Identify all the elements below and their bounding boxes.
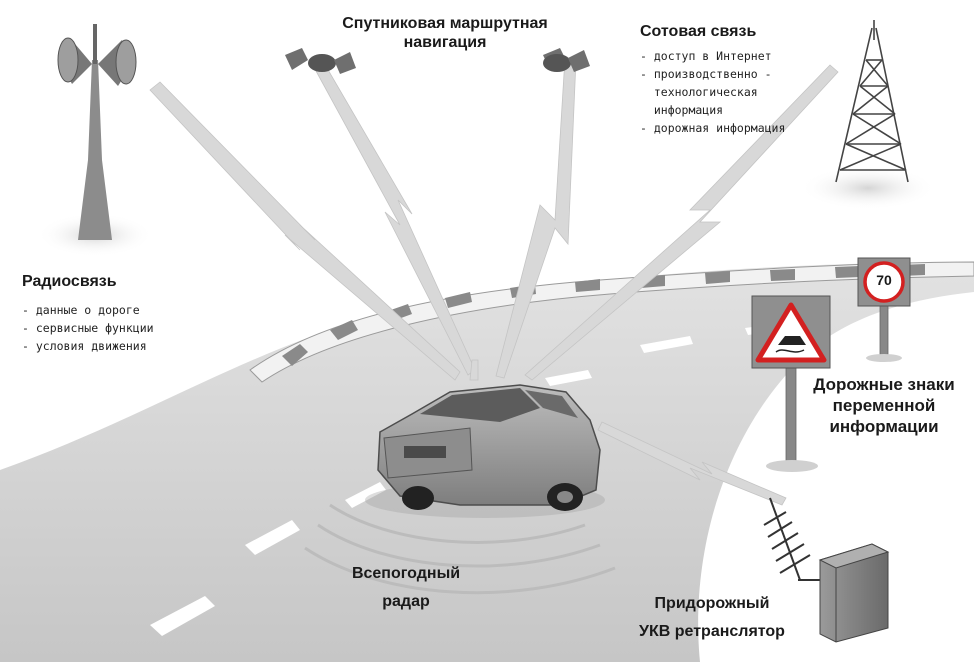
cellular-block: Сотовая связь - доступ в Интернет - прои… [640, 22, 785, 137]
road-signs-icon [751, 257, 911, 472]
radio-list: - данные о дороге - сервисные функции - … [22, 301, 154, 355]
radar-line1: Всепогодный [351, 565, 461, 582]
radar-label: Всепогодный радар [336, 560, 476, 616]
list-item: - производственно - [640, 67, 772, 81]
satellite-title-line2: навигация [403, 34, 487, 51]
signs-line2: переменной [832, 396, 936, 415]
list-item: - дорожная информация [640, 121, 786, 135]
signal-lines [149, 55, 839, 506]
repeater-antenna-icon [763, 497, 822, 581]
speed-limit-value: 70 [876, 272, 892, 288]
repeater-label: Придорожный УКВ ретранслятор [612, 590, 812, 646]
satellite-title-line1: Спутниковая маршрутная [342, 15, 548, 32]
list-item: технологическая [640, 85, 758, 99]
radio-title: Радиосвязь [22, 273, 117, 290]
repeater-line1: Придорожный [654, 595, 770, 612]
satellite-navigation-label: Спутниковая маршрутная навигация [300, 14, 590, 52]
road-signs-label: Дорожные знаки переменной информации [806, 374, 962, 437]
cell-tower-icon [800, 20, 936, 210]
car-icon [365, 384, 605, 518]
radio-block: Радиосвязь - данные о дороге - сервисные… [22, 272, 154, 355]
list-item: - условия движения [22, 339, 147, 353]
radar-waves [304, 503, 616, 595]
list-item: информация [640, 103, 724, 117]
radio-tower-icon [37, 24, 153, 257]
list-item: - доступ в Интернет [640, 49, 772, 63]
list-item: - сервисные функции [22, 321, 154, 335]
satellite-icon-left [285, 48, 356, 74]
signs-line1: Дорожные знаки [813, 375, 955, 394]
cellular-title: Сотовая связь [640, 23, 757, 40]
repeater-line2: УКВ ретранслятор [639, 623, 785, 640]
repeater-box-icon [818, 543, 890, 643]
signs-line3: информации [829, 417, 939, 436]
radar-line2: радар [382, 593, 430, 610]
list-item: - данные о дороге [22, 303, 140, 317]
satellite-icon-right [543, 48, 590, 72]
cellular-list: - доступ в Интернет - производственно - … [640, 47, 785, 137]
